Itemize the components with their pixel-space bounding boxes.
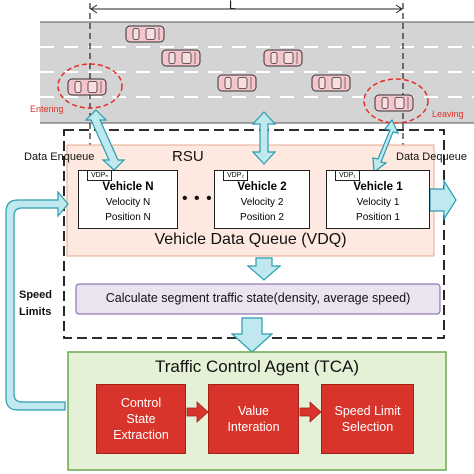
block-arrow-1 [186, 401, 209, 423]
car [311, 74, 351, 92]
value-iteration-block: Value Interation [208, 384, 299, 454]
vehicle-name: Vehicle 2 [237, 181, 287, 193]
vdq-to-calc-arrow [246, 257, 282, 281]
vehicle-box-n: VDPₙ Vehicle N Velocity N Position N [78, 170, 178, 229]
vdp-label: VDP₁ [335, 170, 360, 181]
vdq-label: Vehicle Data Queue (VDQ) [154, 231, 347, 248]
block-label: Control State Extraction [113, 396, 169, 442]
entering-highlight [57, 63, 123, 109]
car [161, 49, 201, 67]
rsu-title: RSU [172, 148, 204, 165]
data-dequeue-label: Data Dequeue [396, 151, 467, 163]
car [217, 74, 257, 92]
vehicle-name: Vehicle 1 [353, 181, 403, 193]
entering-car [67, 78, 107, 96]
vehicle-position: Position 1 [356, 212, 400, 223]
block-label: Value Interation [227, 404, 280, 434]
calc-box [75, 283, 441, 315]
vehicle-box-1: VDP₁ Vehicle 1 Velocity 1 Position 1 [326, 170, 430, 229]
vdp-label: VDP₂ [223, 170, 249, 181]
segment-length-label: L [229, 0, 236, 12]
tca-title: Traffic Control Agent (TCA) [154, 357, 360, 376]
vehicle-box-2: VDP₂ Vehicle 2 Velocity 2 Position 2 [214, 170, 310, 229]
vdp-label: VDPₙ [87, 170, 113, 181]
leaving-car [374, 94, 414, 112]
vehicle-name: Vehicle N [102, 181, 154, 193]
dequeue-arrow [429, 178, 457, 222]
speed-limit-feedback-arrow [5, 190, 69, 411]
vehicle-velocity: Velocity N [105, 197, 151, 208]
calc-label: Calculate segment traffic state(density,… [105, 291, 411, 305]
control-state-extraction-block: Control State Extraction [96, 384, 186, 454]
vehicle-velocity: Velocity 2 [240, 197, 284, 208]
comm-arrow-middle [251, 111, 277, 165]
block-label: Speed Limit Selection [334, 404, 401, 434]
entering-label: Entering [30, 104, 64, 114]
vehicle-ellipsis: • • • [182, 190, 213, 207]
car [125, 25, 165, 43]
vehicle-position: Position 2 [240, 212, 284, 223]
vehicle-position: Position N [105, 212, 151, 223]
leaving-highlight [363, 78, 429, 124]
vehicle-velocity: Velocity 1 [356, 197, 400, 208]
speed-limits-label: Speed Limits [19, 289, 53, 318]
calc-to-tca-arrow [230, 317, 274, 353]
block-arrow-2 [299, 401, 322, 423]
data-enqueue-label: Data Enqueue [24, 151, 95, 163]
leaving-label: Leaving [432, 109, 464, 119]
car [263, 49, 303, 67]
speed-limit-selection-block: Speed Limit Selection [321, 384, 414, 454]
rsu-boundary [63, 129, 445, 339]
